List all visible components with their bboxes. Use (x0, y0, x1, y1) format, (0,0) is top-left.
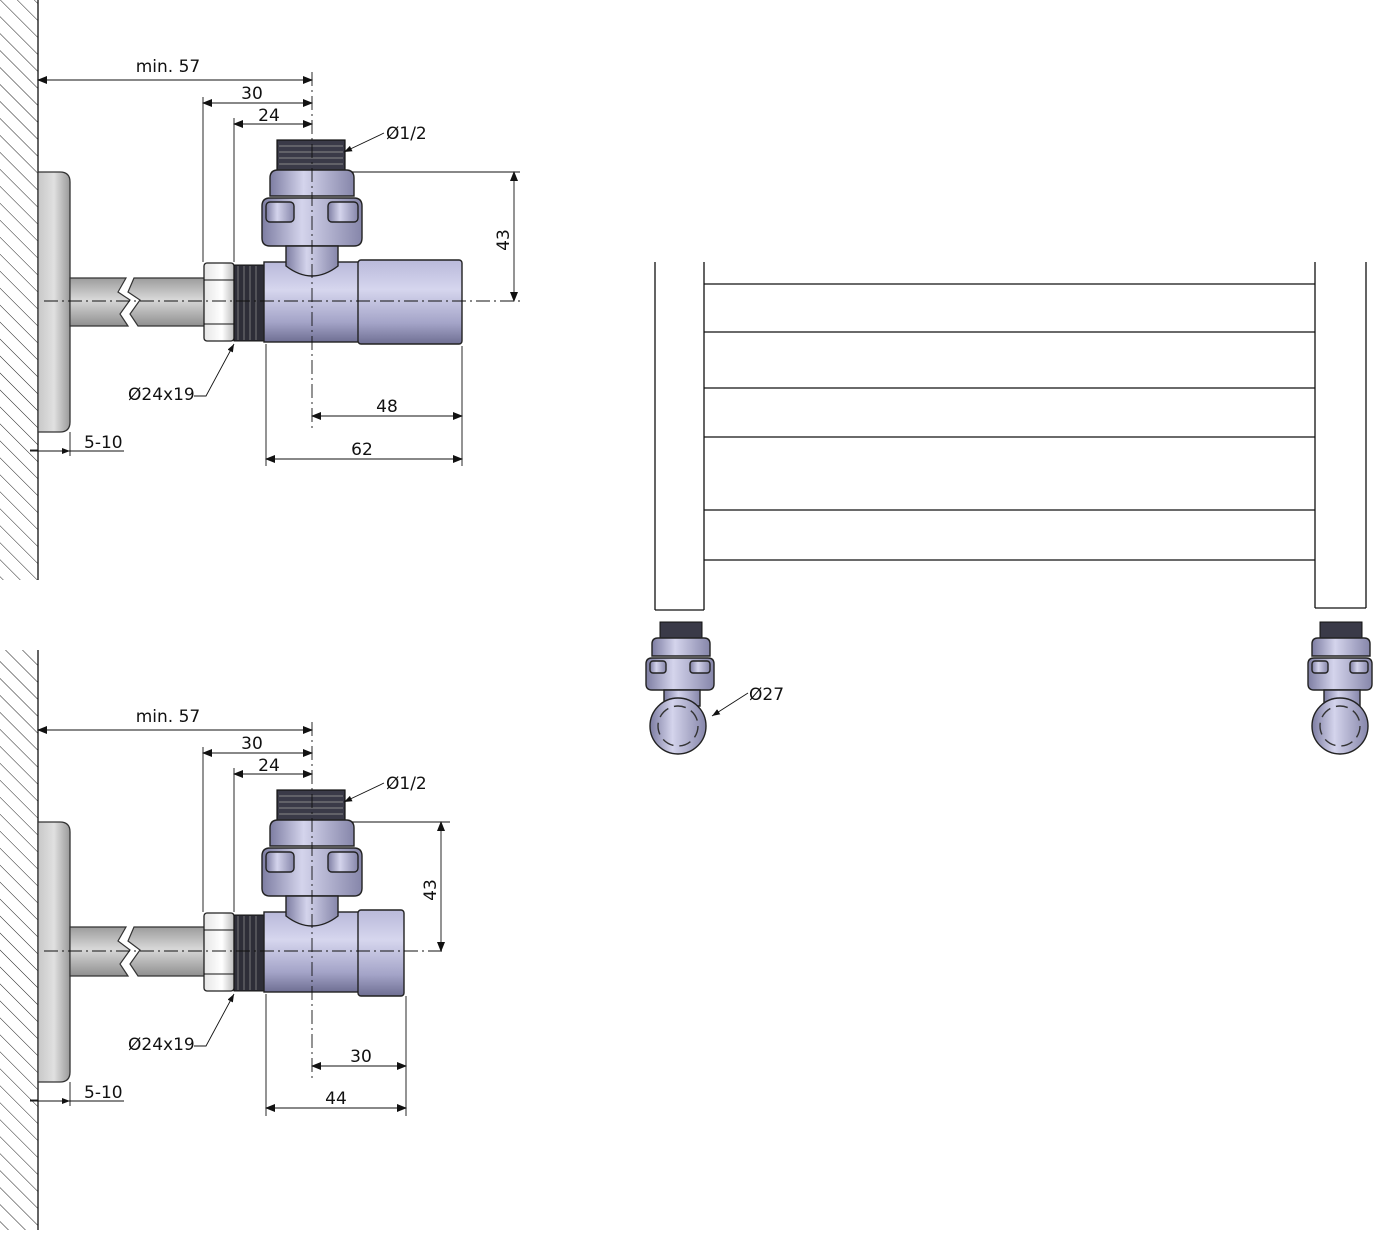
pipe-right (127, 277, 206, 327)
radiator-valve-left (645, 621, 715, 755)
wall-rosette (37, 821, 71, 1083)
dim-connection: Ø24x19 (128, 385, 195, 405)
radiator-valve-right (1307, 621, 1373, 755)
dim-to-thread: 24 (258, 756, 280, 776)
pipe-right (127, 926, 206, 977)
valve-sleeve (357, 909, 405, 997)
compression-nut (203, 262, 235, 342)
dim-axis-to-end: 30 (350, 1047, 372, 1067)
dim-connection: Ø24x19 (128, 1035, 195, 1055)
wall-hatch (0, 650, 38, 1230)
thread-ring (233, 264, 265, 342)
radiator-bars (704, 283, 1315, 561)
valve-head (261, 789, 363, 927)
dim-height: 43 (494, 229, 514, 251)
dim-min-wall: min. 57 (136, 707, 201, 727)
dim-total: 44 (325, 1089, 347, 1109)
dim-to-nut: 30 (241, 84, 263, 104)
dim-valve-cap: Ø27 (749, 685, 784, 705)
compression-nut (203, 912, 235, 992)
wall-hatch (0, 0, 38, 580)
radiator-drawing: Ø27 (645, 262, 1373, 755)
drawing-top: min. 57 30 24 Ø1/2 43 Ø24x19 5-10 48 62 (0, 0, 520, 580)
dim-wall-gap: 5-10 (84, 1083, 123, 1103)
dim-wall-gap: 5-10 (84, 433, 123, 453)
dim-height: 43 (421, 879, 441, 901)
valve-sleeve (357, 259, 463, 345)
pipe-left (69, 277, 131, 327)
pipe-left (69, 926, 131, 977)
drawing-bottom: min. 57 30 24 Ø1/2 43 Ø24x19 5-10 30 44 (0, 650, 450, 1230)
dim-min-wall: min. 57 (136, 57, 201, 77)
dim-thread: Ø1/2 (386, 774, 427, 794)
dim-total: 62 (351, 440, 373, 460)
dim-to-thread: 24 (258, 106, 280, 126)
dim-to-nut: 30 (241, 734, 263, 754)
wall-rosette (37, 171, 71, 433)
dim-thread: Ø1/2 (386, 124, 427, 144)
dim-axis-to-end: 48 (376, 397, 398, 417)
valve-head (261, 139, 363, 277)
